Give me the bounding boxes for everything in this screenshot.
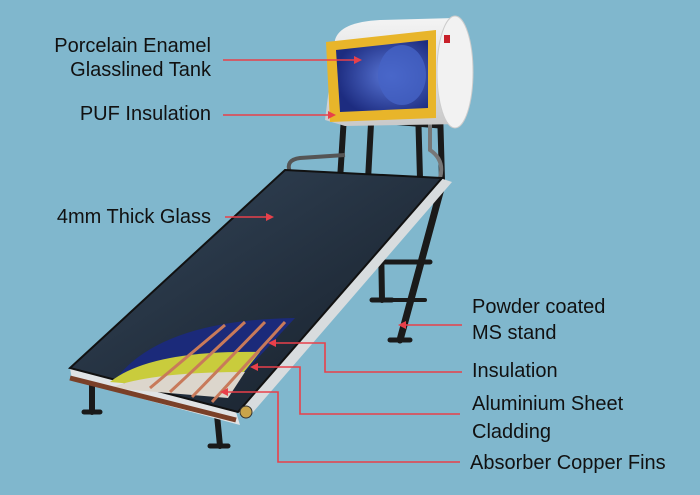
label-absorber-copper-fins: Absorber Copper Fins [470,452,666,474]
label-ms-stand: Powder coated MS stand [472,294,605,346]
label-tank-line1: Porcelain Enamel [54,35,211,57]
label-stand-line2: MS stand [472,322,557,344]
label-porcelain-enamel-tank: Porcelain Enamel Glasslined Tank [0,34,211,82]
solar-collector-panel [67,168,452,425]
label-cladding-line2: Cladding [472,421,551,443]
pointer-lines [223,59,462,463]
label-puf-insulation: PUF Insulation [79,103,211,125]
label-stand-line1: Powder coated [472,296,606,318]
label-insulation: Insulation [472,360,558,382]
pointer-arrowheads [220,56,406,396]
glasslined-tank [325,15,474,129]
label-cladding-line1: Aluminium Sheet [472,393,624,415]
label-tank-line2: Glasslined Tank [70,59,211,81]
label-aluminium-cladding: Aluminium Sheet Cladding [472,390,623,446]
label-thick-glass: 4mm Thick Glass [56,206,211,228]
